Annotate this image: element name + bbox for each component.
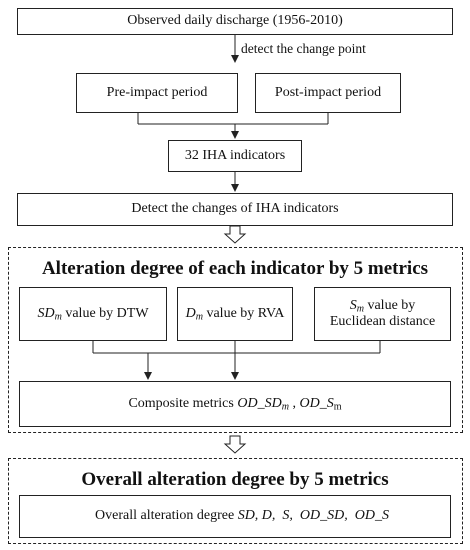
sd-metric-box: SDm value by DTW <box>19 287 167 341</box>
iha-indicators-label: 32 IHA indicators <box>184 147 286 163</box>
indicator-alteration-section <box>8 247 463 433</box>
section1-title: Alteration degree of each indicator by 5… <box>41 258 429 279</box>
composite-metric-od-s: OD_S <box>299 395 334 411</box>
observed-discharge-box: Observed daily discharge (1956-2010) <box>17 8 453 35</box>
detect-changes-box: Detect the changes of IHA indicators <box>17 193 453 226</box>
s-symbol: S <box>349 297 357 313</box>
composite-metric-od-sd: OD_SD <box>237 395 282 411</box>
change-point-label: detect the change point <box>241 41 366 56</box>
d-method-label: value by RVA <box>202 305 285 321</box>
overall-alteration-section <box>8 458 463 544</box>
overall-alteration-box: Overall alteration degree SD, D, S, OD_S… <box>19 495 451 538</box>
s-metric-box: Sm value by Euclidean distance <box>314 287 451 341</box>
s-subscript: m <box>356 303 364 315</box>
overall-prefix: Overall alteration degree <box>95 508 238 524</box>
pre-impact-box: Pre-impact period <box>76 73 238 113</box>
block-arrow-2 <box>223 435 247 454</box>
d-symbol: D <box>185 305 196 321</box>
sd-method-label: value by DTW <box>61 305 149 321</box>
s-method-label: value by <box>363 297 416 313</box>
iha-indicators-box: 32 IHA indicators <box>168 140 302 172</box>
section2-title: Overall alteration degree by 5 metrics <box>81 469 389 490</box>
sd-subscript: m <box>54 311 62 323</box>
composite-separator: , <box>288 395 300 411</box>
composite-metrics-box: Composite metrics OD_SDm , OD_Sm <box>19 381 451 427</box>
d-subscript: m <box>195 311 203 323</box>
block-arrow-1 <box>223 225 247 244</box>
composite-metric-od-sd-sub: m <box>281 401 289 413</box>
post-impact-label: Post-impact period <box>274 84 382 100</box>
post-impact-box: Post-impact period <box>255 73 401 113</box>
detect-changes-label: Detect the changes of IHA indicators <box>131 201 339 217</box>
composite-prefix: Composite metrics <box>128 395 238 411</box>
d-metric-box: Dm value by RVA <box>177 287 293 341</box>
pre-impact-label: Pre-impact period <box>106 84 208 100</box>
s-method-label-line2: Euclidean distance <box>329 314 436 329</box>
overall-metrics-list: SD, D, S, OD_SD, OD_S <box>237 508 389 524</box>
sd-symbol: SD <box>37 305 55 321</box>
composite-metric-od-s-sub: m <box>333 401 342 413</box>
observed-discharge-label: Observed daily discharge (1956-2010) <box>127 13 343 29</box>
